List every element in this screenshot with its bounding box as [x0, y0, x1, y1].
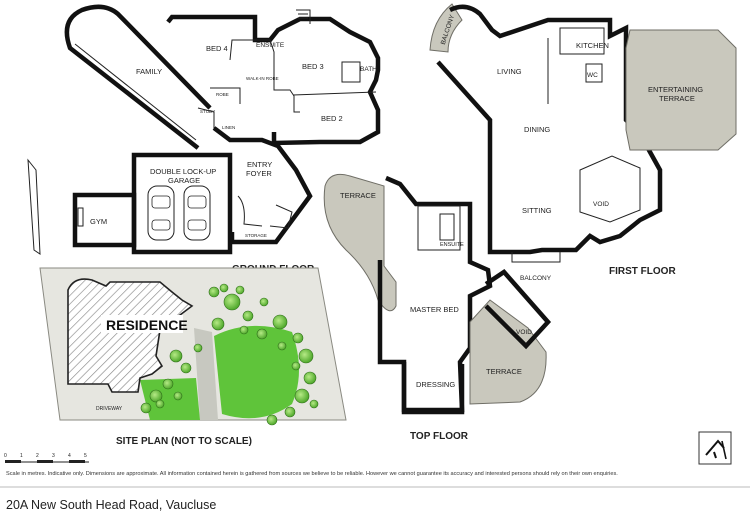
bath-label: BATH — [360, 66, 377, 73]
study-label: STUDY — [200, 109, 215, 114]
tree-icon — [294, 388, 310, 404]
terrace-top-label: TERRACE — [340, 191, 376, 200]
site-trees — [140, 283, 319, 426]
bed4-label: BED 4 — [206, 44, 228, 53]
tree-icon — [303, 371, 317, 385]
robe-label: ROBE — [216, 92, 229, 97]
scale-bar-label: 0 — [4, 453, 7, 459]
scale-bar-label: 2 — [36, 453, 39, 459]
site-lawn-right — [214, 325, 299, 419]
tree-icon — [309, 399, 319, 409]
first-floor-title: FIRST FLOOR — [609, 266, 676, 277]
entry-label-2: FOYER — [246, 169, 272, 178]
property-address: 20A New South Head Road, Vaucluse — [6, 498, 217, 512]
tree-icon — [292, 332, 304, 344]
bed2-label: BED 2 — [321, 114, 343, 123]
tree-icon — [242, 310, 254, 322]
tree-icon — [235, 285, 245, 295]
balcony-top-area — [429, 3, 463, 53]
garage-label-2: GARAGE — [168, 176, 200, 185]
car-right-icon — [183, 185, 211, 241]
scale-bar-label: 3 — [52, 453, 55, 459]
tree-icon — [180, 362, 192, 374]
family-wing-wall — [64, 4, 212, 150]
entry-label-1: ENTRY — [247, 160, 272, 169]
ensuite-top-label: ENSUITE — [440, 242, 464, 248]
bed3-label: BED 3 — [302, 62, 324, 71]
car-left-icon — [147, 185, 175, 241]
dressing-label: DRESSING — [416, 380, 455, 389]
top-floor-title: TOP FLOOR — [410, 431, 469, 442]
entry-foyer-wall — [212, 126, 313, 245]
gym-label: GYM — [90, 217, 107, 226]
tree-icon — [277, 341, 287, 351]
linen-label: LINEN — [222, 125, 235, 130]
tree-icon — [140, 402, 152, 414]
wc-label: WC — [587, 72, 598, 79]
tree-icon — [211, 317, 225, 331]
tree-icon — [149, 389, 163, 403]
tree-icon — [284, 406, 296, 418]
tree-icon — [291, 361, 301, 371]
tree-icon — [223, 293, 241, 311]
walkin-robe-label: WALK-IN ROBE — [246, 76, 279, 81]
tree-icon — [155, 399, 165, 409]
disclaimer-text: Scale in metres. Indicative only. Dimens… — [6, 471, 618, 477]
top-floor-plan — [323, 173, 552, 415]
scale-bar-label: 1 — [20, 453, 23, 459]
residence-footprint — [67, 278, 194, 393]
driveway-label: DRIVEWAY — [96, 406, 123, 412]
scale-bar-label: 5 — [84, 453, 87, 459]
tree-icon — [272, 314, 288, 330]
dining-label: DINING — [524, 125, 550, 134]
dressing-wall — [401, 362, 465, 415]
tree-icon — [208, 286, 220, 298]
void-top-wall — [484, 269, 552, 350]
first-floor-wall — [436, 4, 663, 255]
scale-bar: 0 1 2 3 4 5 — [4, 453, 89, 463]
gym-wall — [72, 192, 137, 248]
ground-floor-plan — [27, 4, 381, 255]
tree-icon — [162, 378, 174, 390]
tree-icon — [298, 348, 314, 364]
site-plan-title: SITE PLAN (NOT TO SCALE) — [116, 436, 252, 447]
tree-icon — [219, 283, 229, 293]
sitting-label: SITTING — [522, 206, 552, 215]
terrace-right-area — [469, 299, 547, 405]
kitchen-label: KITCHEN — [576, 41, 609, 50]
north-compass-icon — [698, 431, 732, 465]
tree-icon — [256, 328, 268, 340]
garage-label-1: DOUBLE LOCK-UP — [150, 167, 216, 176]
balcony-bottom-label: BALCONY — [520, 275, 552, 282]
entertaining-label-2: TERRACE — [659, 94, 695, 103]
void-top-label: VOID — [516, 329, 532, 336]
living-label: LIVING — [497, 67, 522, 76]
tree-icon — [266, 414, 278, 426]
entertaining-terrace-area — [625, 29, 737, 151]
tree-icon — [259, 297, 269, 307]
first-floor-plan — [429, 3, 737, 263]
tree-icon — [169, 349, 183, 363]
tree-icon — [239, 325, 249, 335]
storage-label: STORAGE — [245, 233, 267, 238]
void-first-label: VOID — [593, 201, 609, 208]
site-lawn-left — [140, 378, 200, 420]
terrace-right-label: TERRACE — [486, 367, 522, 376]
tree-icon — [173, 391, 183, 401]
ensuite-ground-label: ENSUITE — [256, 42, 285, 49]
master-bed-label: MASTER BED — [410, 305, 459, 314]
family-label: FAMILY — [136, 67, 162, 76]
tree-icon — [193, 343, 203, 353]
entertaining-label-1: ENTERTAINING — [648, 85, 703, 94]
scale-bar-label: 4 — [68, 453, 71, 459]
residence-label: RESIDENCE — [106, 317, 188, 333]
